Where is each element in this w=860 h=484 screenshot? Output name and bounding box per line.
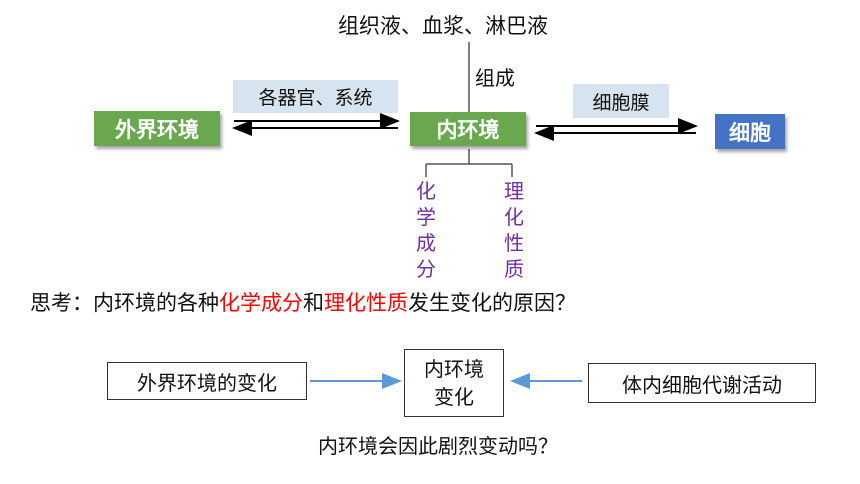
- phys-char: 质: [504, 257, 524, 281]
- organs-label: 各器官、系统: [233, 80, 398, 113]
- chem-char: 学: [416, 205, 436, 229]
- compose-label: 组成: [475, 66, 515, 90]
- cell-metabolism-box: 体内细胞代谢活动: [588, 363, 816, 403]
- membrane-label: 细胞膜: [573, 84, 669, 118]
- external-change-box: 外界环境的变化: [107, 362, 307, 400]
- chem-char: 化: [416, 179, 436, 203]
- components-text: 组织液、血浆、淋巴液: [338, 14, 548, 38]
- question-mid: 和: [303, 291, 324, 315]
- question-prefix: 思考：内环境的各种: [30, 291, 219, 315]
- chem-char: 成: [416, 231, 436, 255]
- internal-change-box: 内环境 变化: [404, 349, 504, 417]
- cell-box: 细胞: [715, 114, 785, 149]
- chemical-composition-label: 化 学 成 分: [414, 178, 438, 282]
- phys-char: 性: [504, 231, 524, 255]
- phys-char: 化: [504, 205, 524, 229]
- question-red-phys: 理化性质: [324, 291, 408, 315]
- external-environment-box: 外界环境: [94, 111, 220, 146]
- internal-change-line2: 变化: [434, 385, 474, 409]
- phys-char: 理: [504, 179, 524, 203]
- thinking-question: 思考：内环境的各种化学成分和理化性质发生变化的原因？: [30, 287, 576, 317]
- bottom-question: 内环境会因此剧烈变动吗？: [318, 434, 558, 458]
- chem-char: 分: [416, 257, 436, 281]
- physicochemical-property-label: 理 化 性 质: [502, 178, 526, 282]
- question-suffix: 发生变化的原因？: [408, 291, 576, 315]
- internal-environment-box: 内环境: [410, 112, 526, 146]
- question-red-chem: 化学成分: [219, 291, 303, 315]
- internal-change-line1: 内环境: [424, 357, 484, 381]
